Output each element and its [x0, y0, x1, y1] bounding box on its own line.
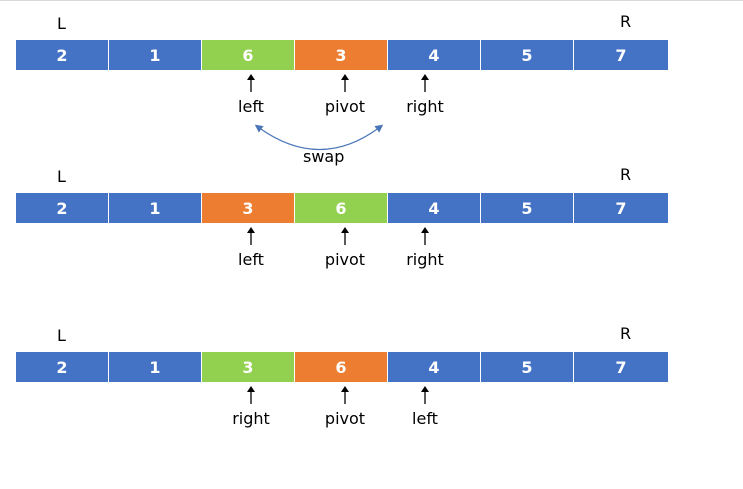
- swap-label: swap: [303, 147, 345, 166]
- pointer-label: left: [238, 250, 264, 269]
- array-cell: 3: [202, 193, 295, 223]
- array-cell: 6: [202, 40, 295, 70]
- pointer-label: pivot: [324, 250, 366, 269]
- pointer-label: right: [406, 97, 444, 116]
- array-cell: 7: [574, 193, 668, 223]
- pointer-label: right: [232, 409, 270, 428]
- up-arrow-icon: [421, 74, 429, 92]
- pointer-label: pivot: [324, 97, 366, 116]
- array-cell: 4: [388, 193, 481, 223]
- pointer-label: pivot: [324, 409, 366, 428]
- up-arrow-icon: [341, 227, 349, 245]
- left-bound-marker: L: [57, 14, 66, 33]
- up-arrow-icon: [421, 227, 429, 245]
- pointer: left: [216, 74, 286, 115]
- array-cell: 4: [388, 40, 481, 70]
- array-cell: 2: [16, 352, 109, 382]
- pointer-label: right: [406, 250, 444, 269]
- top-divider: [0, 0, 743, 1]
- pointer: pivot: [310, 74, 380, 115]
- array-cell: 5: [481, 40, 574, 70]
- right-bound-marker: R: [620, 165, 632, 184]
- array-cell: 4: [388, 352, 481, 382]
- array-cell: 2: [16, 40, 109, 70]
- pointer: left: [390, 386, 460, 427]
- array-cell: 1: [109, 40, 202, 70]
- pointer: pivot: [310, 227, 380, 268]
- array-cell: 3: [202, 352, 295, 382]
- left-bound-marker: L: [57, 326, 66, 345]
- array-cell: 7: [574, 40, 668, 70]
- up-arrow-icon: [341, 74, 349, 92]
- pointer: left: [216, 227, 286, 268]
- pointer: right: [390, 227, 460, 268]
- up-arrow-icon: [247, 386, 255, 404]
- up-arrow-icon: [247, 74, 255, 92]
- array-cell: 5: [481, 352, 574, 382]
- swap-arrow: [254, 124, 384, 151]
- right-bound-marker: R: [620, 12, 632, 31]
- left-bound-marker: L: [57, 167, 66, 186]
- pointer: pivot: [310, 386, 380, 427]
- pointer-label: left: [412, 409, 438, 428]
- array-cell: 6: [295, 193, 388, 223]
- array-cell: 2: [16, 193, 109, 223]
- array-cell: 1: [109, 352, 202, 382]
- pointer: right: [216, 386, 286, 427]
- pointer-label: left: [238, 97, 264, 116]
- pointer: right: [390, 74, 460, 115]
- array-cell: 1: [109, 193, 202, 223]
- array-cell: 3: [295, 40, 388, 70]
- up-arrow-icon: [421, 386, 429, 404]
- array-cell: 6: [295, 352, 388, 382]
- up-arrow-icon: [341, 386, 349, 404]
- array-cell: 7: [574, 352, 668, 382]
- up-arrow-icon: [247, 227, 255, 245]
- right-bound-marker: R: [620, 324, 632, 343]
- array-cell: 5: [481, 193, 574, 223]
